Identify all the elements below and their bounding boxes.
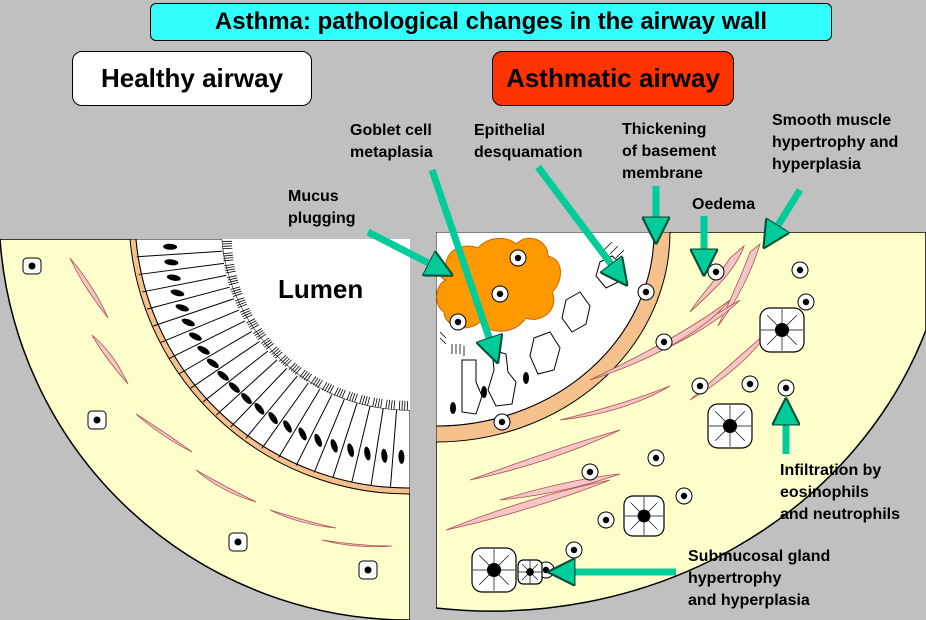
cell-nucleus [398, 449, 405, 464]
healthy-submucosa-cells [22, 257, 378, 580]
cell-nucleus [241, 393, 252, 405]
arrow-epithelial [535, 164, 620, 276]
gland [623, 495, 665, 537]
healthy-airway-label: Healthy airway [72, 51, 312, 106]
lumen-label: Lumen [278, 274, 364, 304]
cell-nucleus [381, 448, 388, 463]
asthmatic-airway-label: Asthmatic airway [492, 51, 734, 106]
healthy-smooth-muscle [69, 257, 393, 548]
cell-nucleus [217, 370, 229, 381]
cell-nucleus [254, 402, 265, 415]
mucus-plug [436, 237, 561, 332]
cell-nucleus [197, 345, 210, 355]
arrow-goblet [428, 168, 494, 352]
gland [471, 547, 517, 593]
annotation-arrows [366, 164, 803, 572]
submucosal-glands [471, 307, 805, 593]
cell-nucleus [228, 382, 240, 393]
cell-nucleus [188, 332, 202, 341]
cell-nucleus [314, 433, 323, 447]
diagram-title: Asthma: pathological changes in the airw… [150, 3, 832, 41]
cell-nucleus [283, 420, 292, 433]
arrow-smooth-muscle [770, 188, 803, 238]
cell-nucleus [164, 259, 179, 266]
cell-nucleus [170, 289, 185, 297]
healthy-airway-section [0, 239, 410, 620]
gland [759, 307, 805, 353]
asthmatic-airway-section [436, 232, 926, 612]
basement-membrane-cells [493, 283, 655, 431]
cell-nucleus [268, 412, 278, 425]
cell-nucleus [330, 439, 338, 453]
cell-nucleus [298, 427, 307, 441]
cell-nucleus [181, 318, 195, 327]
annotation-oedema: Oedema [692, 196, 756, 213]
cell-nucleus [166, 274, 181, 281]
gland [707, 403, 753, 449]
arrow-mucus [366, 228, 442, 270]
cell-nucleus [364, 446, 371, 461]
cell-nucleus [206, 358, 219, 369]
gland [517, 559, 543, 585]
cell-nucleus [175, 304, 189, 312]
cell-nucleus [347, 443, 355, 458]
cell-nucleus [163, 243, 178, 250]
